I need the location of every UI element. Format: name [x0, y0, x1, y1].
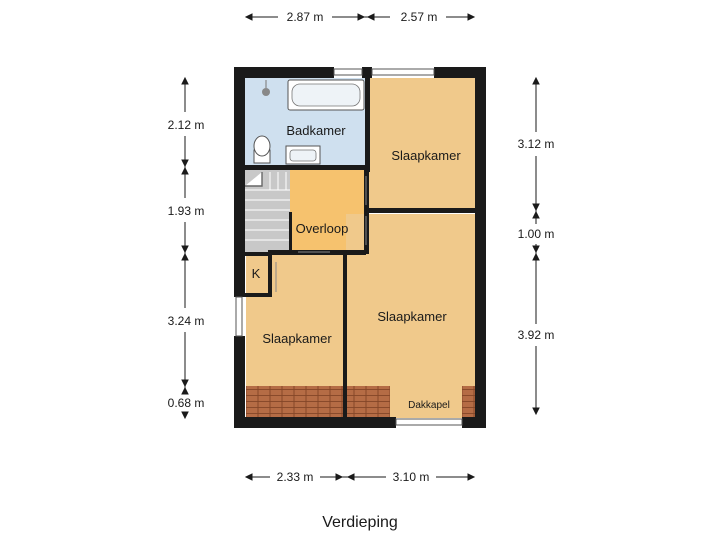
room-label-overloop: Overloop: [296, 221, 349, 236]
door-gaps: [275, 176, 367, 292]
room-label-slaapkamer-bottom-left: Slaapkamer: [262, 331, 332, 346]
bedroom-top-right-floor: [367, 78, 475, 210]
shower-icon: [262, 80, 270, 96]
dimension-left-4: 0.68 m: [168, 396, 205, 410]
room-label-dakkapel: Dakkapel: [408, 400, 450, 411]
roof-strip-right: [462, 386, 476, 418]
room-label-slaapkamer-bottom-right: Slaapkamer: [377, 309, 447, 324]
dimension-top-2: 2.57 m: [401, 10, 438, 24]
room-label-badkamer: Badkamer: [286, 123, 346, 138]
dimension-top-1: 2.87 m: [287, 10, 324, 24]
toilet-icon: [253, 135, 271, 164]
bathtub-icon: [287, 79, 365, 111]
dimension-left: [181, 76, 189, 420]
windows: [235, 68, 463, 426]
dimension-left-3: 3.24 m: [168, 314, 205, 328]
dimension-top: [244, 13, 476, 21]
dimension-bottom-2: 3.10 m: [393, 470, 430, 484]
dimension-right-3: 3.92 m: [518, 328, 555, 342]
dimension-left-1: 2.12 m: [168, 118, 205, 132]
roof-strip-middle: [346, 386, 390, 418]
plan-title: Verdieping: [322, 514, 398, 531]
dimension-right-1: 3.12 m: [518, 137, 555, 151]
dimension-right: [532, 76, 540, 416]
roof-strip-left: [246, 386, 343, 418]
dimension-right-2: 1.00 m: [518, 227, 555, 241]
dimension-bottom: [244, 473, 476, 481]
dimension-bottom-1: 2.33 m: [277, 470, 314, 484]
staircase: [245, 172, 290, 241]
sink-icon: [285, 145, 321, 165]
dimension-left-2: 1.93 m: [168, 204, 205, 218]
room-label-kast: K: [252, 266, 261, 281]
room-label-slaapkamer-top-right: Slaapkamer: [391, 148, 461, 163]
